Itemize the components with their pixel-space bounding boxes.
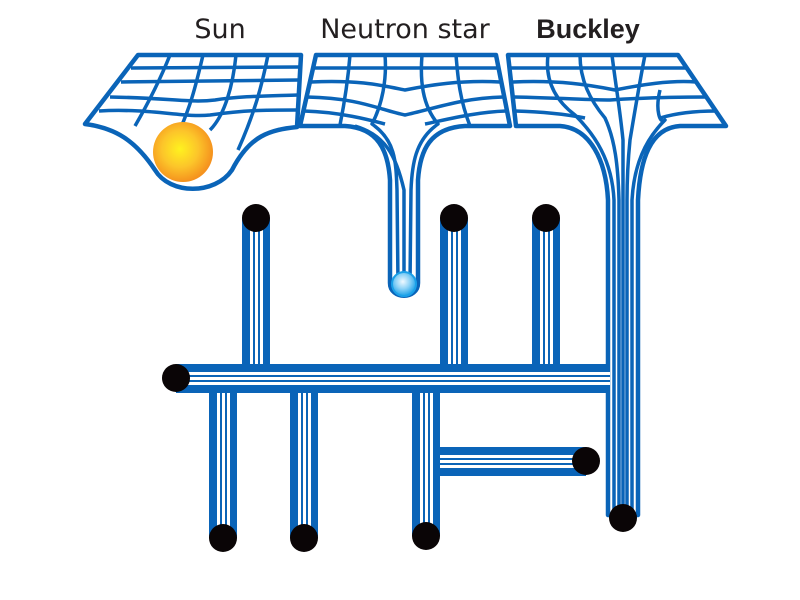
buckley-panel [505,52,729,518]
pipe-vertical [412,393,440,536]
pipe-horizontal-main [176,364,610,393]
pipe-vertical [532,218,560,374]
pipe-vertical [290,393,318,538]
neutron-star-label: Neutron star [320,14,490,45]
pipe-vertical [209,393,237,538]
neutron-star-panel [297,52,513,298]
sun-icon [153,122,213,182]
sun-label: Sun [194,14,246,45]
endpoint-dot [572,447,600,475]
endpoint-dot [290,524,318,552]
endpoint-dot [242,204,270,232]
endpoint-dot [609,504,637,532]
pipe-network [162,204,637,552]
endpoint-dot [209,524,237,552]
pipe-vertical [242,218,270,374]
pipe-vertical [440,218,468,374]
endpoint-dot [440,204,468,232]
endpoint-dot [532,204,560,232]
pipe-horizontal-branch [440,447,586,476]
buckley-label: Buckley [536,14,640,44]
endpoint-dot [162,364,190,392]
neutron-star-icon [391,271,417,297]
sun-panel [82,52,304,191]
endpoint-dot [412,522,440,550]
